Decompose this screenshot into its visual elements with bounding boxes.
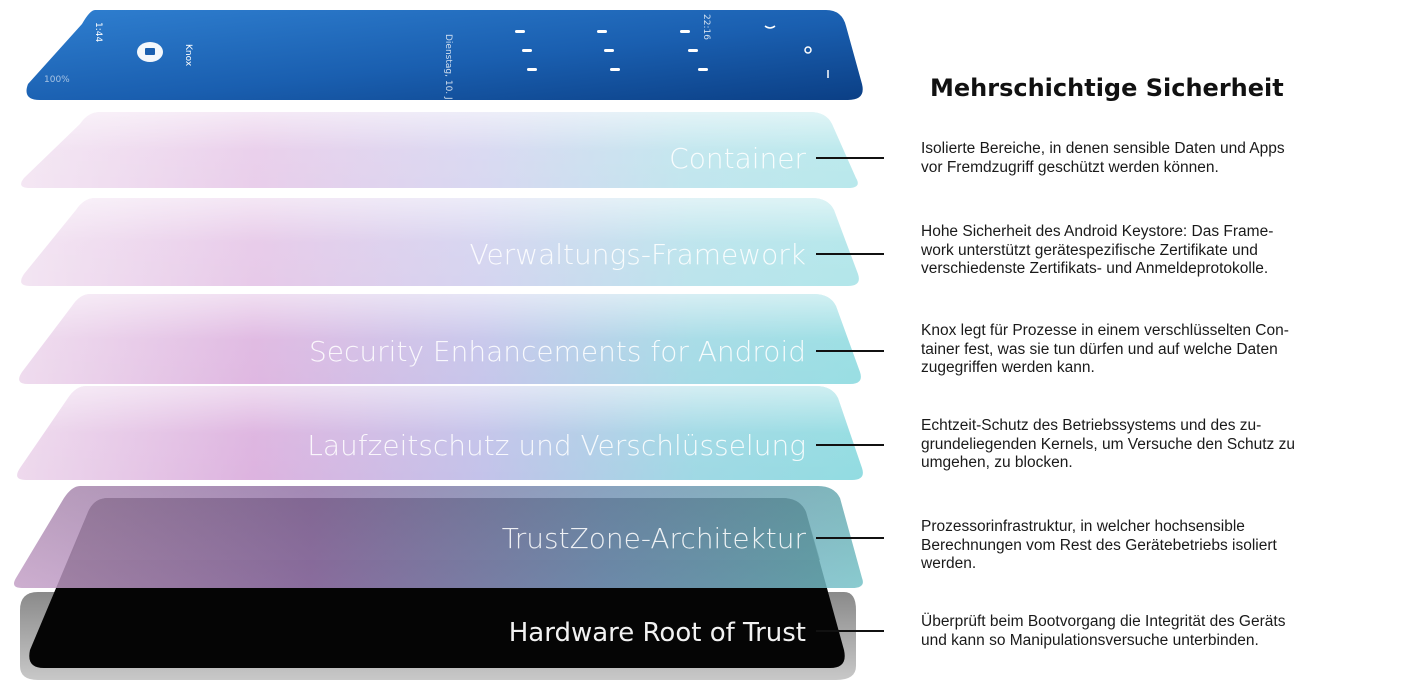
screen-clock: 1:44 [93, 22, 103, 42]
device-screen: Knox 1:44 100% Dienstag, 10. Juli 22:16 [26, 10, 863, 110]
layer-label-container: Container [669, 142, 806, 175]
screen-status-text: 100% [44, 75, 70, 85]
connector-lines [816, 157, 884, 632]
layer-label-verwaltungs-framework: Verwaltungs-Framework [469, 238, 806, 271]
layer-description-container: Isolierte Bereiche, in denen sensible Da… [921, 140, 1285, 176]
layer-description-laufzeitschutz: Echtzeit-Schutz des Betriebssystems und … [921, 417, 1295, 471]
layer-trustzone [14, 486, 863, 588]
layer-label-laufzeitschutz: Laufzeitschutz und Verschlüsselung [307, 429, 806, 462]
screen-keypad [515, 30, 708, 71]
layer-description-trustzone: Prozessorinfrastruktur, in welcher hochs… [921, 518, 1277, 572]
screen-nav-icons [764, 25, 829, 78]
page-title: Mehrschichtige Sicherheit [930, 74, 1284, 102]
layer-security-enhancements [19, 294, 861, 384]
knox-shield-icon [137, 42, 163, 62]
layer-description-security-enhancements: Knox legt für Prozesse in einem verschlü… [921, 322, 1289, 376]
layer-description-verwaltungs-framework: Hohe Sicherheit des Android Keystore: Da… [921, 223, 1274, 277]
screen-app-name: Knox [183, 44, 193, 67]
screen-date-text: Dienstag, 10. Juli [443, 34, 453, 110]
layer-container [21, 112, 858, 188]
screen-time-text: 22:16 [701, 14, 711, 40]
layer-laufzeitschutz [17, 386, 863, 480]
layer-label-trustzone: TrustZone-Architektur [502, 522, 807, 555]
layer-label-security-enhancements: Security Enhancements for Android [309, 335, 806, 368]
layer-verwaltungs-framework [21, 198, 859, 286]
layer-description-hardware-root: Überprüft beim Bootvorgang die Integritä… [921, 613, 1286, 649]
layer-label-hardware-root: Hardware Root of Trust [509, 618, 806, 648]
